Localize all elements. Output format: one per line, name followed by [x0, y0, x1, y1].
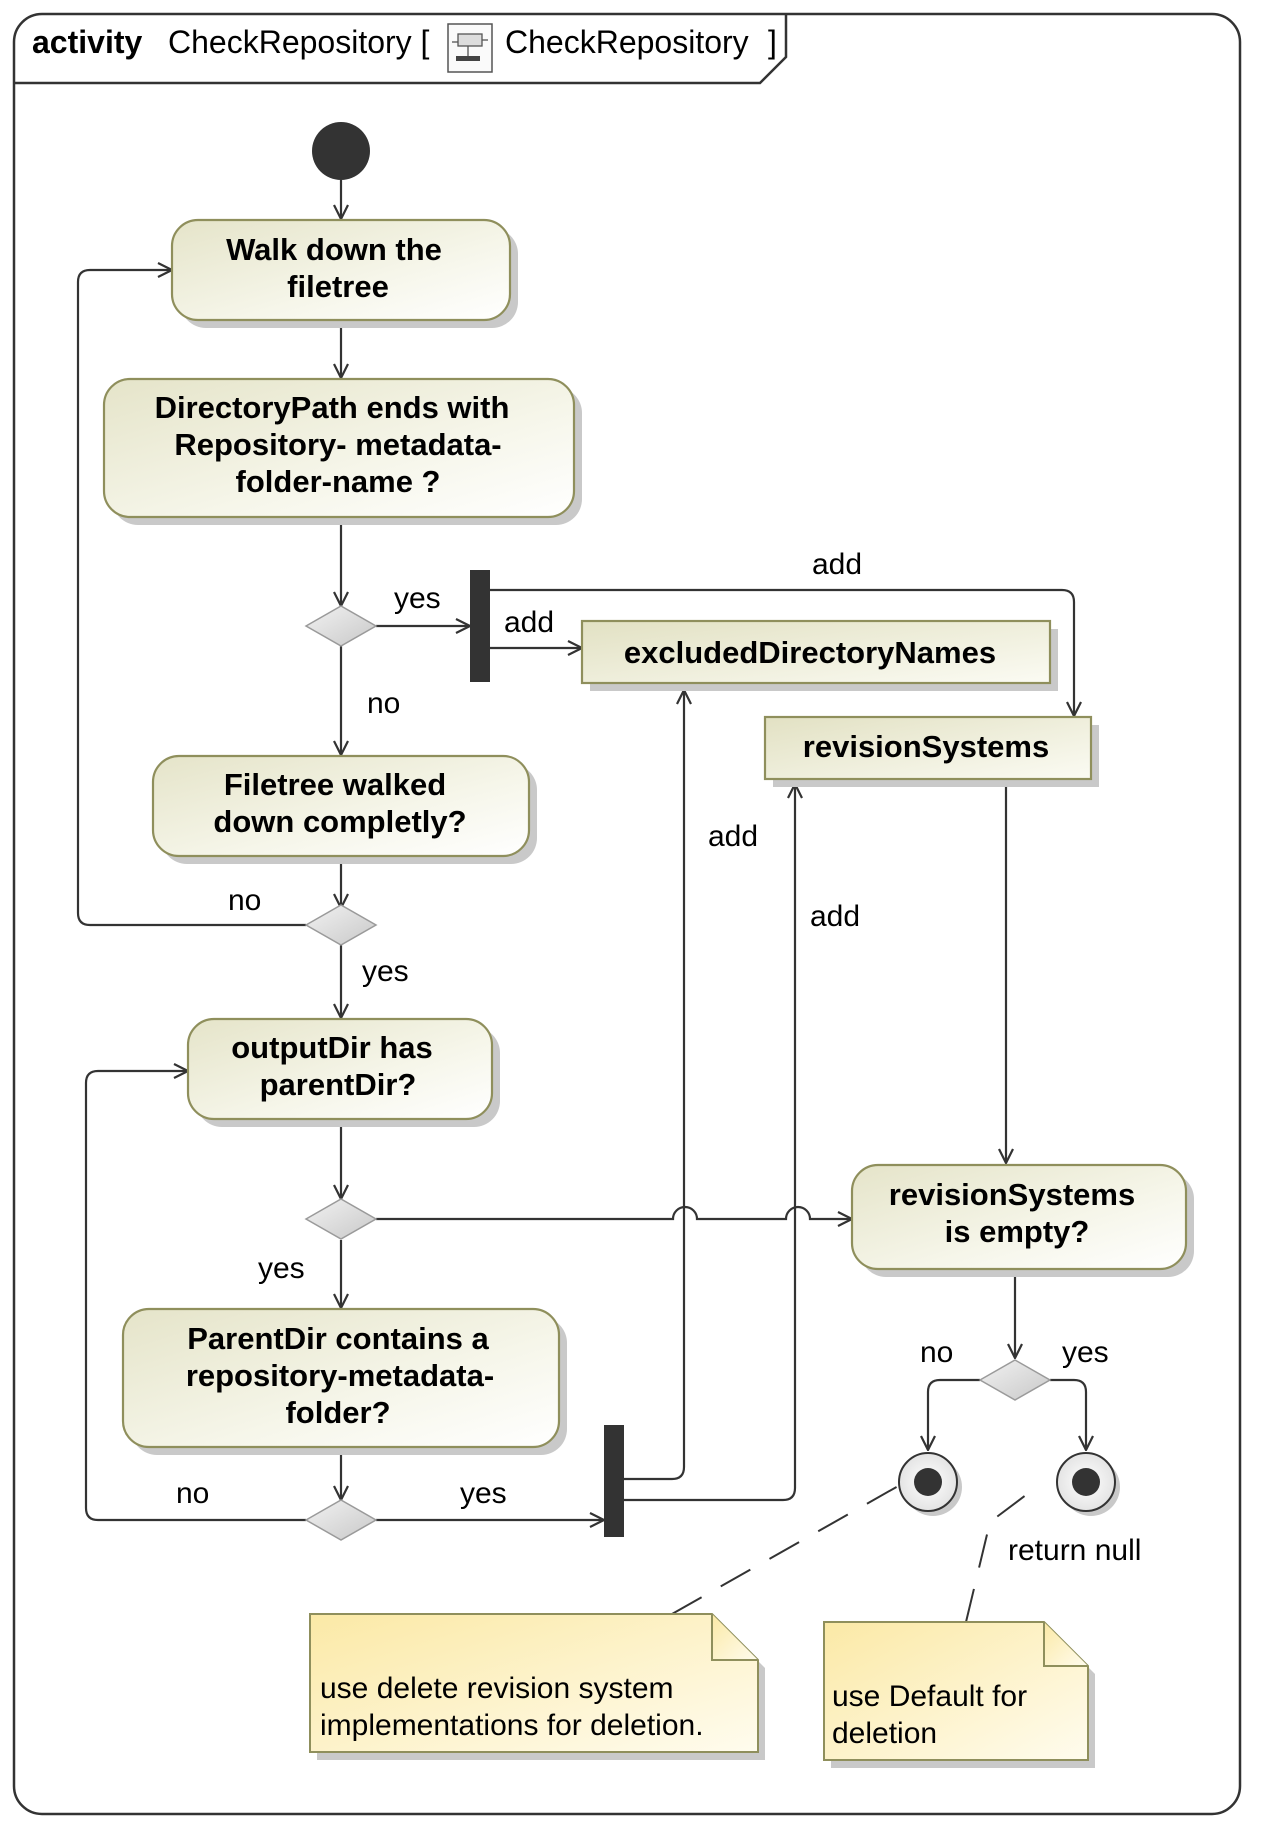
- action-parent-line3: folder?: [285, 1395, 390, 1430]
- note-left: use delete revision system implementatio…: [309, 1613, 765, 1760]
- action-dirpath-line1: DirectoryPath ends with: [155, 390, 510, 425]
- flow-label-return-null: return null: [1008, 1534, 1141, 1567]
- note-anchor-left: [671, 1484, 901, 1615]
- flow-label-add-top: add: [812, 548, 862, 581]
- flow-label-add-mid: add: [708, 820, 758, 853]
- guard-yes-2: yes: [362, 955, 409, 988]
- decision-node-5: [978, 1359, 1052, 1401]
- action-parentdir-contains-folder: ParentDir contains a repository-metadata…: [121, 1307, 567, 1455]
- frame-close-bracket: ]: [768, 24, 777, 60]
- note-right-line1: use Default for: [832, 1680, 1027, 1713]
- fork-bar-2: [604, 1425, 624, 1537]
- fork-bar-1: [470, 570, 490, 682]
- action-revempty-line2: is empty?: [945, 1214, 1090, 1249]
- activity-final-node-left: [898, 1452, 962, 1516]
- note-anchor-right: [965, 1491, 1031, 1623]
- initial-node: [312, 122, 370, 180]
- action-walk-line2: filetree: [287, 269, 389, 304]
- action-revempty-line1: revisionSystems: [889, 1177, 1135, 1212]
- decision-node-3: [304, 1198, 378, 1240]
- action-walked-line2: down completly?: [213, 804, 466, 839]
- frame-header-tab: [14, 14, 788, 85]
- guard-yes-1: yes: [394, 582, 441, 615]
- action-directory-path-check: DirectoryPath ends with Repository- meta…: [102, 377, 582, 525]
- frame-title: CheckRepository [: [168, 24, 430, 60]
- guard-no-3: no: [176, 1477, 209, 1510]
- object-excluded-directory-names: excludedDirectoryNames: [580, 619, 1058, 691]
- action-walked-line1: Filetree walked: [224, 767, 446, 802]
- decision-node-4: [304, 1499, 378, 1541]
- guard-yes-3: yes: [258, 1252, 305, 1285]
- action-outputdir-has-parentdir: outputDir has parentDir?: [186, 1017, 500, 1127]
- action-dirpath-line2: Repository- metadata-: [174, 427, 501, 462]
- flow-label-add-right: add: [810, 900, 860, 933]
- note-left-line1: use delete revision system: [320, 1672, 674, 1705]
- action-output-line1: outputDir has: [231, 1030, 433, 1065]
- action-filetree-walked: Filetree walked down completly?: [151, 754, 537, 864]
- object-revision-label: revisionSystems: [803, 729, 1049, 764]
- frame-behavior-name: CheckRepository: [505, 24, 749, 60]
- note-right-line2: deletion: [832, 1717, 937, 1750]
- action-output-line2: parentDir?: [260, 1067, 417, 1102]
- note-right: use Default for deletion: [823, 1621, 1095, 1768]
- action-dirpath-line3: folder-name ?: [236, 464, 441, 499]
- activity-frame: [12, 12, 1242, 1816]
- guard-yes-4: yes: [460, 1477, 507, 1510]
- guard-no-2: no: [228, 884, 261, 917]
- action-parent-line2: repository-metadata-: [186, 1358, 494, 1393]
- action-walk-line1: Walk down the: [226, 232, 442, 267]
- flow-label-add-excluded: add: [504, 606, 554, 639]
- guard-yes-5: yes: [1062, 1336, 1109, 1369]
- action-parent-line1: ParentDir contains a: [187, 1321, 489, 1356]
- activity-final-node-right: [1056, 1452, 1120, 1516]
- activity-icon: [447, 23, 493, 73]
- decision-node-1: [304, 605, 378, 647]
- object-revision-systems: revisionSystems: [763, 715, 1099, 787]
- frame-keyword: activity: [32, 24, 142, 60]
- guard-no-1: no: [367, 687, 400, 720]
- guard-no-4: no: [920, 1336, 953, 1369]
- action-revision-systems-empty: revisionSystems is empty?: [850, 1163, 1194, 1277]
- object-excluded-label: excludedDirectoryNames: [624, 635, 996, 670]
- action-walk-down-filetree: Walk down the filetree: [170, 218, 518, 328]
- control-flows: [76, 180, 1086, 1520]
- note-left-line2: implementations for deletion.: [320, 1709, 704, 1742]
- decision-node-2: [304, 904, 378, 946]
